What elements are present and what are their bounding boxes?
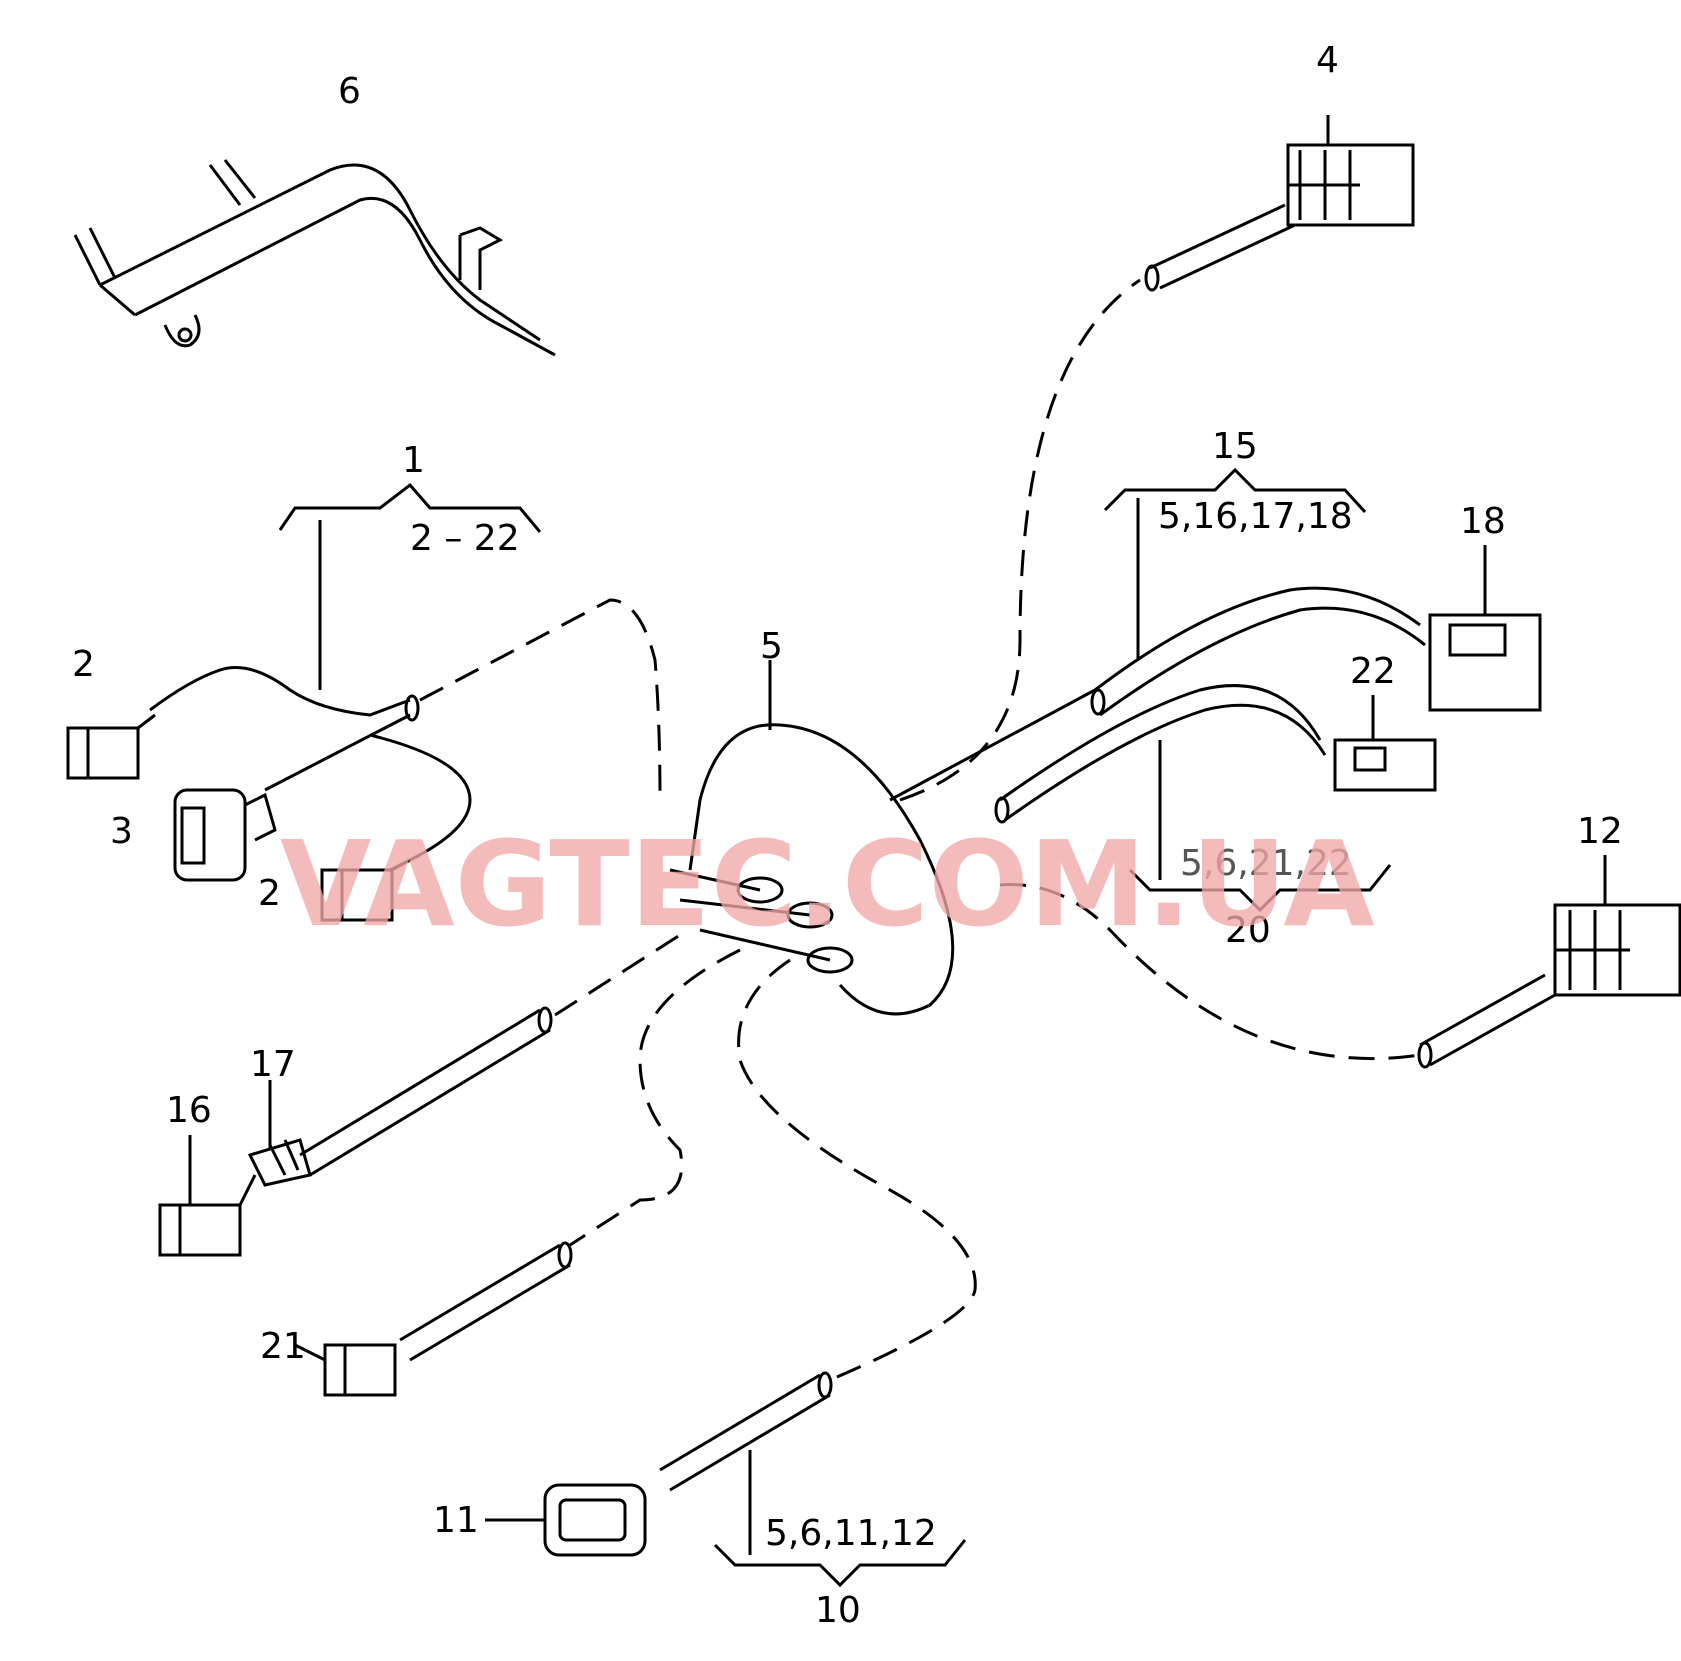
connector-part-16: [158, 1080, 272, 1257]
grommet-part-5: [669, 660, 955, 1016]
label-11: 11: [433, 1500, 479, 1541]
bracket-part-6: [73, 159, 556, 357]
label-18: 18: [1460, 501, 1506, 542]
cable-to-part-12: [999, 883, 1556, 1069]
connector-part-4: [1286, 115, 1415, 227]
cable-to-part-11: [659, 958, 977, 1492]
cable-to-part-4: [899, 203, 1296, 802]
left-harness-branch: [149, 598, 662, 882]
connector-part-12: [1553, 855, 1681, 997]
label-12: 12: [1577, 811, 1623, 852]
label-16: 16: [166, 1090, 212, 1131]
connector-part-21: [294, 1343, 397, 1397]
label-10: 10: [815, 1590, 861, 1631]
label-6: 6: [338, 71, 361, 112]
label-17: 17: [250, 1044, 296, 1085]
connector-part-2-bottom: [320, 858, 411, 922]
label-1-range: 2 – 22: [410, 518, 520, 559]
connector-part-22: [1333, 695, 1437, 792]
label-10-range: 5,6,11,12: [765, 1513, 937, 1554]
connector-part-2-top: [66, 713, 156, 780]
watermark-text: VAGTEC.COM.UA: [280, 815, 1375, 953]
label-20-range: 5,6,21,22: [1180, 843, 1352, 884]
label-15-range: 5,16,17,18: [1158, 496, 1353, 537]
connector-part-18: [1428, 545, 1542, 712]
part-15-bracket: [1103, 467, 1367, 660]
label-21: 21: [260, 1326, 306, 1367]
cable-to-part-21: [399, 948, 741, 1362]
part-1-bracket: [278, 482, 542, 690]
label-5: 5: [760, 626, 783, 667]
label-2-bottom: 2: [258, 873, 281, 914]
label-2-top: 2: [72, 644, 95, 685]
connector-part-11: [485, 1483, 647, 1557]
cable-to-parts-16-17: [247, 933, 681, 1187]
label-22: 22: [1350, 651, 1396, 692]
part-20-bracket: [1128, 740, 1392, 913]
label-1: 1: [402, 440, 425, 481]
connector-part-3: [173, 788, 277, 882]
label-20: 20: [1225, 910, 1271, 951]
part-10-bracket: [713, 1450, 967, 1588]
label-3: 3: [110, 811, 133, 852]
label-4: 4: [1316, 40, 1339, 81]
label-15: 15: [1212, 426, 1258, 467]
cables-to-parts-18-22: [889, 586, 1426, 824]
